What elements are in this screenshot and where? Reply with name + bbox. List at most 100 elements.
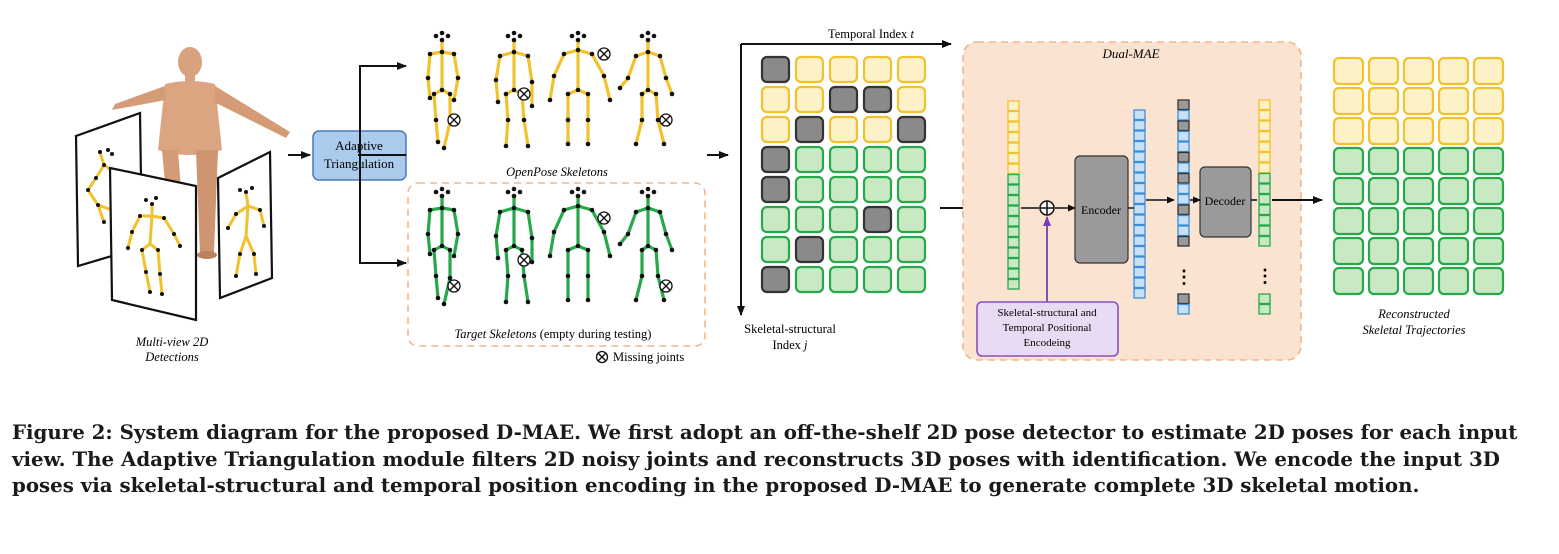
grid-cell xyxy=(1367,86,1400,116)
grid-cell xyxy=(1402,206,1435,236)
token xyxy=(1133,119,1146,131)
token xyxy=(1177,151,1190,163)
token xyxy=(1177,293,1190,305)
token xyxy=(1133,130,1146,142)
grid-cell xyxy=(1367,176,1400,206)
token xyxy=(1007,194,1020,206)
token xyxy=(1007,121,1020,133)
grid-cell xyxy=(760,115,791,144)
positional-encoding-box: Skeletal-structural and Temporal Positio… xyxy=(976,301,1119,357)
grid-cell xyxy=(1402,176,1435,206)
grid-cell xyxy=(760,235,791,264)
grid-cell xyxy=(862,205,893,234)
grid-cell xyxy=(1437,176,1470,206)
dual-mae-title: Dual-MAE xyxy=(1101,46,1159,61)
token xyxy=(1133,140,1146,152)
token xyxy=(1258,293,1271,305)
token xyxy=(1133,266,1146,278)
skeleton-figure xyxy=(547,30,613,147)
embedded-token-column xyxy=(1133,109,1146,299)
token xyxy=(1258,235,1271,247)
token xyxy=(1133,214,1146,226)
token xyxy=(1177,162,1190,174)
input-token-grid xyxy=(760,55,927,294)
token xyxy=(1007,131,1020,143)
grid-cell xyxy=(1332,266,1365,296)
grid-cell xyxy=(1332,176,1365,206)
output-token-column xyxy=(1258,99,1271,315)
grid-cell xyxy=(862,55,893,84)
token xyxy=(1258,120,1271,132)
token xyxy=(1133,193,1146,205)
grid-cell xyxy=(896,55,927,84)
skeleton-figure xyxy=(617,30,675,147)
reconstructed-token-grid xyxy=(1332,56,1505,296)
token xyxy=(1133,245,1146,257)
grid-cell xyxy=(828,265,859,294)
grid-cell xyxy=(1367,116,1400,146)
token xyxy=(1007,163,1020,175)
grid-cell xyxy=(760,205,791,234)
temporal-index-label: Temporal Index t xyxy=(828,27,914,41)
token xyxy=(1133,172,1146,184)
grid-cell xyxy=(1437,146,1470,176)
grid-cell xyxy=(1402,116,1435,146)
skeleton-figure xyxy=(493,30,535,149)
grid-cell xyxy=(1472,56,1505,86)
input-token-column xyxy=(1007,100,1020,290)
pos-enc-label-2: Temporal Positional xyxy=(1003,322,1092,334)
token xyxy=(1258,193,1271,205)
token xyxy=(1177,172,1190,184)
grid-cell xyxy=(828,145,859,174)
latent-token-column xyxy=(1177,99,1190,315)
token xyxy=(1177,183,1190,195)
grid-cell xyxy=(862,85,893,114)
system-diagram: Multi-view 2D Detections Adaptive Triang… xyxy=(74,27,1505,364)
grid-cell xyxy=(1402,146,1435,176)
grid-cell xyxy=(1402,56,1435,86)
grid-cell xyxy=(896,115,927,144)
token xyxy=(1177,193,1190,205)
grid-cell xyxy=(794,205,825,234)
grid-cell xyxy=(1437,206,1470,236)
grid-cell xyxy=(862,115,893,144)
token xyxy=(1007,278,1020,290)
grid-cell xyxy=(1472,236,1505,266)
grid-cell xyxy=(1437,236,1470,266)
token xyxy=(1177,235,1190,247)
openpose-label: OpenPose Skeletons xyxy=(506,165,608,179)
decoder-block: Decoder xyxy=(1199,166,1252,238)
token xyxy=(1177,109,1190,121)
token xyxy=(1258,162,1271,174)
grid-cell xyxy=(828,235,859,264)
grid-cell xyxy=(1437,56,1470,86)
target-skeletons-box xyxy=(407,182,706,347)
grid-cell xyxy=(794,175,825,204)
multiview-label-1: Multi-view 2D xyxy=(135,335,209,349)
token xyxy=(1007,100,1020,112)
encoder-label: Encoder xyxy=(1081,203,1121,217)
skeleton-figure xyxy=(425,30,461,151)
grid-cell xyxy=(794,145,825,174)
grid-cell xyxy=(1472,116,1505,146)
grid-cell xyxy=(896,85,927,114)
token xyxy=(1133,151,1146,163)
token xyxy=(1133,256,1146,268)
grid-cell xyxy=(1332,56,1365,86)
skeleton-figure xyxy=(547,186,613,303)
token xyxy=(1177,99,1190,111)
grid-cell xyxy=(1332,86,1365,116)
token xyxy=(1007,110,1020,122)
decoder-label: Decoder xyxy=(1205,194,1246,208)
encoder-block: Encoder xyxy=(1074,155,1129,264)
missing-joints-label: Missing joints xyxy=(613,350,684,364)
skeletal-index-label-2: Index j xyxy=(772,338,808,352)
token xyxy=(1007,257,1020,269)
token xyxy=(1258,130,1271,142)
grid-cell xyxy=(896,265,927,294)
branch-arrows xyxy=(358,62,407,267)
grid-cell xyxy=(1472,176,1505,206)
token xyxy=(1133,203,1146,215)
grid-cell xyxy=(1367,56,1400,86)
skeletal-index-label-1: Skeletal-structural xyxy=(744,322,836,336)
